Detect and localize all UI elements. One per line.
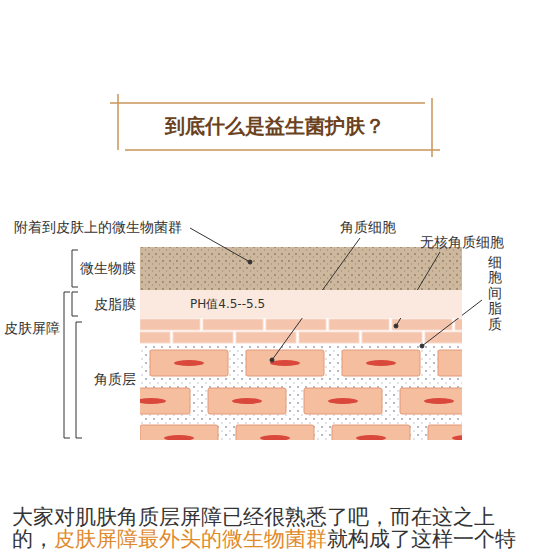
body-text: 就构成了这样一个特 — [327, 527, 516, 550]
cell-nucleus — [366, 360, 396, 366]
anucleate-cell — [140, 332, 170, 343]
corneocyte — [208, 388, 286, 414]
callout-label: 无核角质细胞 — [420, 234, 504, 251]
anucleate-cell — [392, 319, 452, 330]
corneocyte — [304, 388, 382, 414]
microbial-film — [140, 247, 462, 290]
corneocyte — [236, 425, 314, 440]
cell-nucleus — [270, 360, 300, 366]
cell-nucleus — [174, 360, 204, 366]
anucleate-cell — [425, 332, 462, 343]
corneocyte — [400, 388, 462, 414]
callout-label: 细胞间脂质 — [488, 255, 502, 332]
layer-label: 微生物膜 — [80, 260, 136, 277]
corneocyte — [140, 388, 190, 414]
layer-label: 角质层 — [94, 371, 136, 388]
anucleate-cell — [203, 319, 263, 330]
sebum-film-band: PH值4.5--5.5 — [140, 290, 462, 318]
cell-nucleus — [232, 398, 262, 404]
anucleate-cell — [173, 332, 233, 343]
corneocyte — [246, 350, 324, 376]
corneocyte — [428, 425, 462, 440]
anucleate-cell — [140, 319, 200, 330]
corneocyte — [140, 425, 218, 440]
anucleate-cell — [299, 332, 359, 343]
title-frame — [110, 94, 440, 157]
anucleate-cell — [236, 332, 296, 343]
callout-label: 角质细胞 — [340, 219, 396, 236]
corneocyte — [438, 350, 462, 376]
corneocyte — [332, 425, 410, 440]
microbe-dots — [140, 247, 462, 290]
cell-nucleus — [424, 398, 454, 404]
stratum-corneum — [140, 318, 462, 440]
highlight-text: 皮肤屏障最外头的微生物菌群 — [54, 527, 327, 550]
anucleate-cell — [455, 319, 462, 330]
corneocyte — [342, 350, 420, 376]
brackets — [64, 250, 82, 438]
callout-label: 附着到皮肤上的微生物菌群 — [14, 219, 182, 236]
layer-label: 皮肤屏障 — [4, 320, 60, 337]
body-text: 的， — [12, 527, 54, 550]
corneocyte — [150, 350, 228, 376]
anucleate-cell — [362, 332, 422, 343]
cells — [140, 319, 462, 440]
cell-nucleus — [356, 435, 386, 440]
cell-nucleus — [140, 398, 166, 404]
cell-nucleus — [328, 398, 358, 404]
cell-nucleus — [260, 435, 290, 440]
cell-nucleus — [164, 435, 194, 440]
body-text: 大家对肌肤角质层屏障已经很熟悉了吧，而在这之上 — [12, 507, 495, 528]
title: 到底什么是益生菌护肤？ — [118, 114, 432, 138]
body-text-line: 的，皮肤屏障最外头的微生物菌群就构成了这样一个特 — [12, 529, 516, 550]
anucleate-cell — [329, 319, 389, 330]
cell-nucleus — [452, 435, 462, 440]
anucleate-cell — [266, 319, 326, 330]
layer-label: 皮脂膜 — [94, 296, 136, 313]
ph-value: PH值4.5--5.5 — [190, 297, 462, 311]
